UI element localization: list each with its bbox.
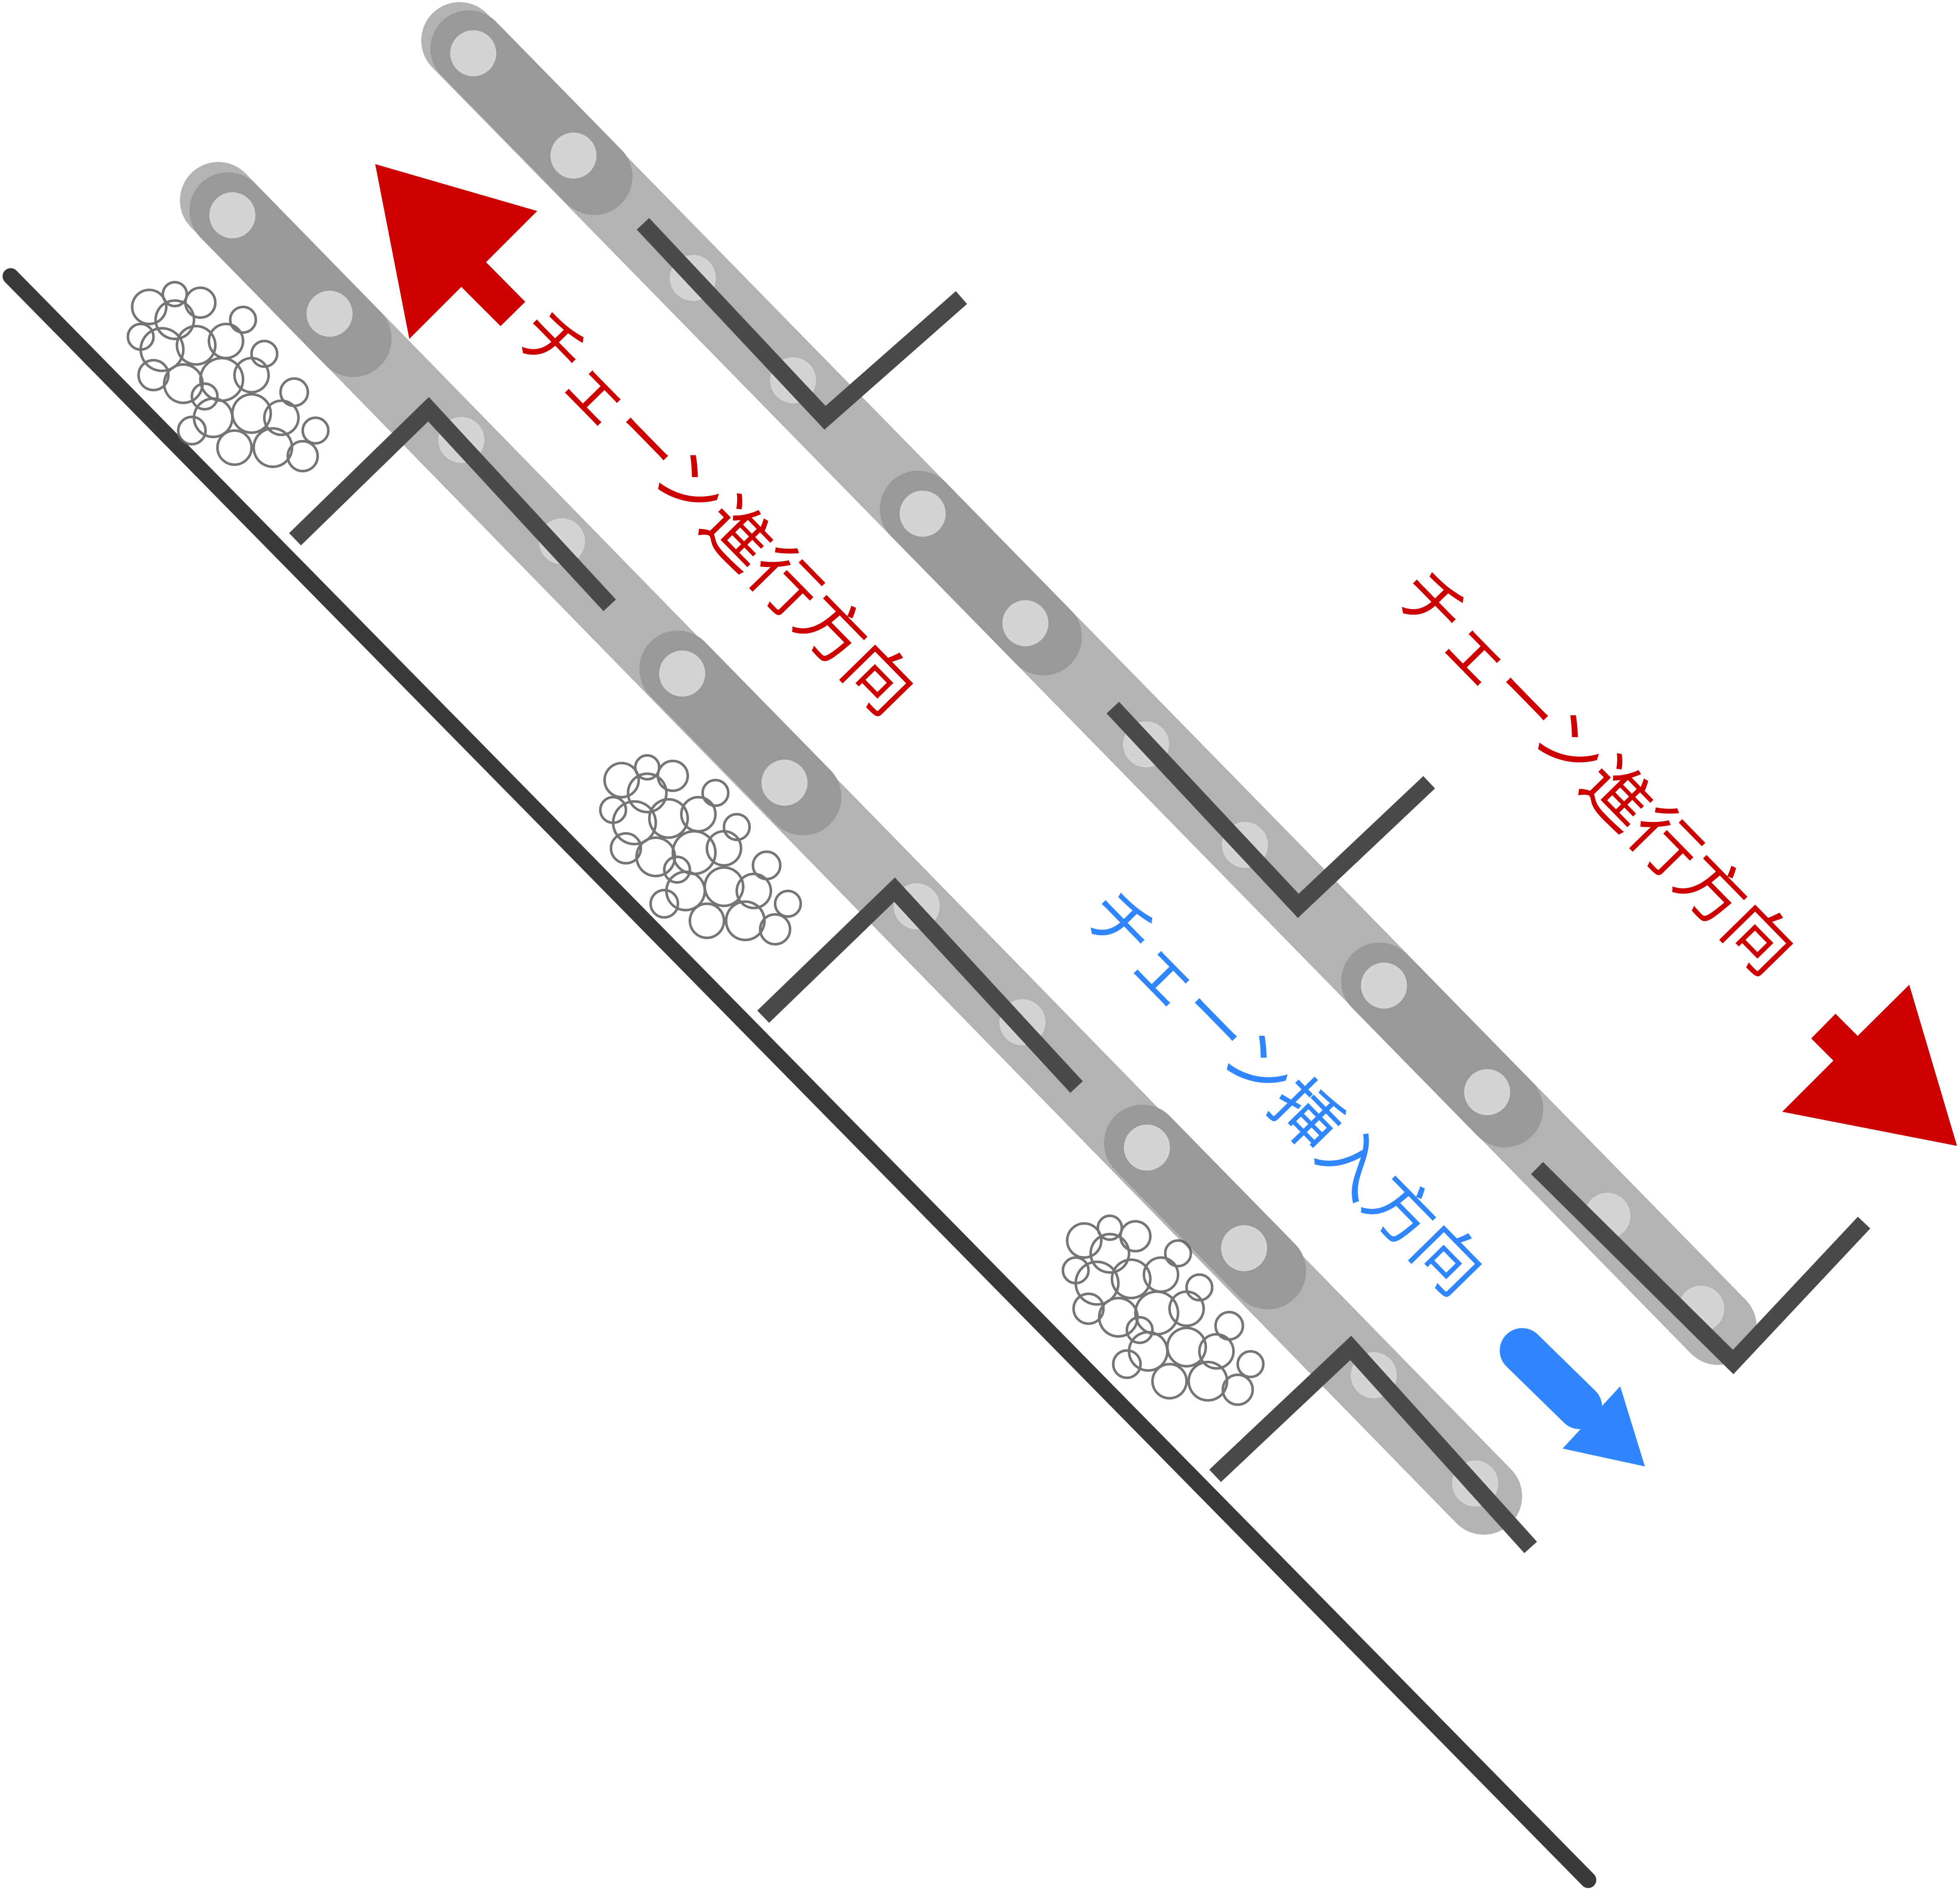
chain-pin [1361, 963, 1407, 1009]
flight-bracket [289, 397, 616, 611]
flight-bracket [637, 218, 967, 430]
chain-pin [550, 133, 596, 179]
chain-pin [209, 192, 255, 238]
flight-bracket [757, 877, 1083, 1093]
chain-pin [659, 651, 705, 697]
chain-pin [1221, 1225, 1267, 1271]
chain-pin [307, 291, 353, 337]
return-chain [421, 2, 1870, 1374]
chain-pin [1124, 1125, 1170, 1171]
metal-chips-icon [127, 281, 1263, 1405]
arrow-down-right-icon [1782, 985, 1957, 1146]
flight-bracket [1531, 1162, 1870, 1374]
working-chain-flights [289, 397, 1537, 1553]
conveyor-surface-line [3, 268, 1596, 1888]
chain-pin [1464, 1069, 1510, 1115]
travel-direction-label-right: チェーン進行方向 [1379, 553, 1810, 991]
chain-pin [900, 491, 946, 537]
chain-link [189, 172, 392, 377]
return-chain-flights [637, 218, 1870, 1374]
chip-cluster [127, 281, 330, 472]
arrow-insert-icon [1500, 1328, 1645, 1466]
chain-pin [1002, 600, 1048, 646]
arrow-up-left-icon [375, 164, 537, 339]
chain-pin [450, 30, 496, 76]
flight-bracket [1209, 1336, 1537, 1553]
chain-pin [761, 760, 808, 806]
working-chain [180, 162, 1537, 1553]
flight-bracket [1106, 702, 1435, 918]
